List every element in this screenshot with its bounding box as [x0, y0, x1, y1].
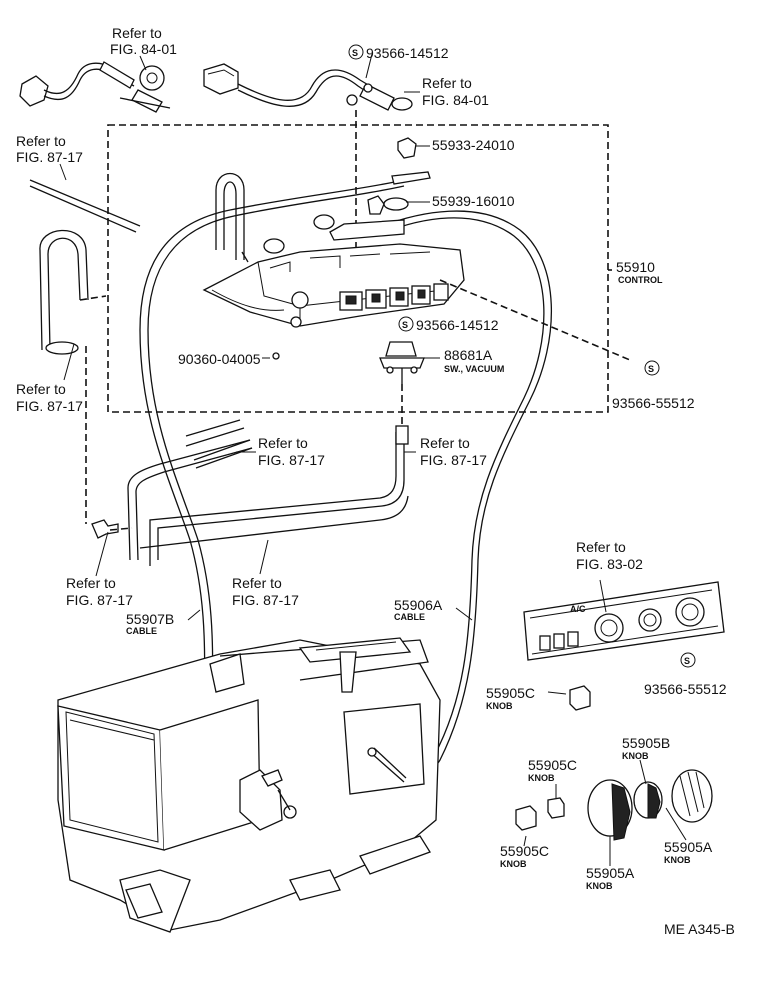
part-55907B-desc: CABLE [126, 626, 157, 636]
ref-83-02-line2: FIG. 83-02 [576, 556, 643, 572]
cable-55906A [371, 210, 553, 783]
part-88681A-desc: SW., VACUUM [444, 364, 504, 374]
ref-87-17-top-line1: Refer to [16, 133, 66, 149]
part-55905A-b-desc: KNOB [664, 855, 691, 865]
s-symbol-right: S [648, 364, 654, 374]
ref-87-17-mid2-line1: Refer to [420, 435, 470, 451]
ref-83-02-line1: Refer to [576, 539, 626, 555]
part-93566-55512-right: 93566-55512 [612, 395, 695, 411]
ref-87-17-low1-line2: FIG. 87-17 [66, 592, 133, 608]
part-55910: 55910 [616, 259, 655, 275]
diagram-code: ME A345-B [664, 921, 735, 937]
ref-87-17-left-line2: FIG. 87-17 [16, 398, 83, 414]
ref-87-17-top-line2: FIG. 87-17 [16, 149, 83, 165]
top-right-cable-connector [203, 63, 413, 111]
knob-55905C-small-a [569, 685, 591, 711]
part-55933-24010: 55933-24010 [432, 137, 515, 153]
ref-87-17-mid1-line2: FIG. 87-17 [258, 452, 325, 468]
part-55905B: 55905B [622, 735, 670, 751]
part-93566-55512-panel: 93566-55512 [644, 681, 727, 697]
vacuum-switch-88681A [379, 341, 425, 384]
control-unit-55910 [202, 219, 465, 328]
part-55907B: 55907B [126, 611, 174, 627]
part-55905A-a-desc: KNOB [586, 881, 613, 891]
part-55905C-c: 55905C [500, 843, 549, 859]
clip-55939-16010 [367, 195, 385, 215]
ref-84-01-b-line1: Refer to [422, 75, 472, 91]
heater-unit [57, 637, 441, 933]
knob-55905A-left [587, 779, 633, 841]
ref-87-17-left-line1: Refer to [16, 381, 66, 397]
top-left-cable-connector [19, 61, 171, 113]
clip-55933-24010 [397, 137, 417, 159]
part-55905C-a-desc: KNOB [486, 701, 513, 711]
part-55905A-b: 55905A [664, 839, 713, 855]
s-symbol-panel: S [684, 656, 690, 666]
ref-87-17-low2-line2: FIG. 87-17 [232, 592, 299, 608]
knob-55905B [633, 781, 663, 819]
part-55910-desc: CONTROL [618, 275, 663, 285]
part-55905C-b-desc: KNOB [528, 773, 555, 783]
part-93566-14512-mid: 93566-14512 [416, 317, 499, 333]
part-55906A-desc: CABLE [394, 612, 425, 622]
s-symbol-mid: S [402, 320, 408, 330]
ref-87-17-mid2-line2: FIG. 87-17 [420, 452, 487, 468]
control-panel: A/C [523, 581, 725, 661]
part-55939-16010: 55939-16010 [432, 193, 515, 209]
part-55905A-a: 55905A [586, 865, 635, 881]
control-assembly-boundary [107, 124, 609, 413]
ref-84-01-a-line2: FIG. 84-01 [110, 41, 177, 57]
part-55905C-b: 55905C [528, 757, 577, 773]
part-93566-14512-top: 93566-14512 [366, 45, 449, 61]
knob-55905C-small-c [515, 805, 537, 831]
vacuum-hoses [127, 419, 409, 566]
part-90360-04005: 90360-04005 [178, 351, 261, 367]
part-55905B-desc: KNOB [622, 751, 649, 761]
part-55905C-a: 55905C [486, 685, 535, 701]
ref-84-01-b-line2: FIG. 84-01 [422, 92, 489, 108]
part-55905C-c-desc: KNOB [500, 859, 527, 869]
s-symbol: S [352, 48, 358, 58]
knob-55905C-small-b [547, 797, 565, 819]
ref-84-01-a-line1: Refer to [112, 25, 162, 41]
ref-87-17-mid1-line1: Refer to [258, 435, 308, 451]
knob-55905A-right [671, 769, 713, 823]
panel-ac-label: A/C [570, 604, 586, 614]
ref-87-17-low1-line1: Refer to [66, 575, 116, 591]
ref-87-17-low2-line1: Refer to [232, 575, 282, 591]
part-55906A: 55906A [394, 597, 443, 613]
part-88681A: 88681A [444, 347, 493, 363]
